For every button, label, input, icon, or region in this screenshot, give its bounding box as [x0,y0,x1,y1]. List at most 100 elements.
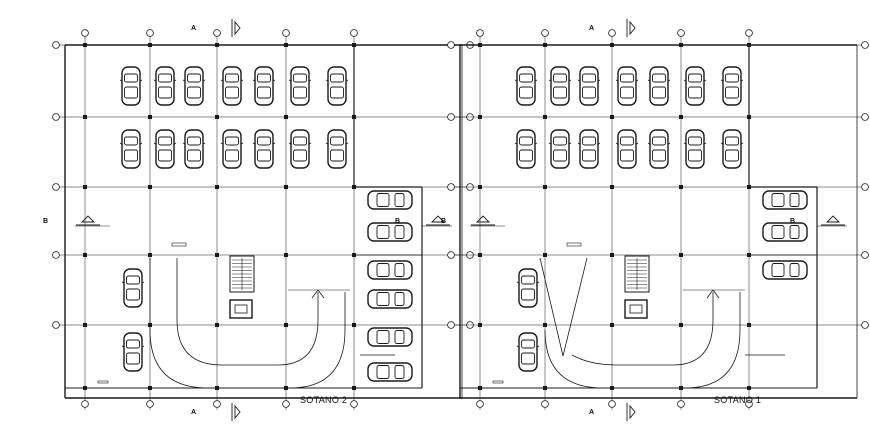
structural-column [478,43,482,47]
annotation-mark [171,242,187,247]
car-roof [293,149,307,162]
ramp-arrow [706,289,720,299]
stair-outline [229,255,255,293]
car-mirror [308,79,312,82]
car-body [550,66,570,106]
car-symbol [516,268,540,308]
grid-bubble [81,400,89,408]
structural-column [215,115,219,119]
car-mirror [568,142,572,145]
structural-column [679,253,683,257]
car-symbol [548,129,572,169]
car-symbol [367,289,413,309]
grid-bubble [861,113,869,121]
car-mirror [119,79,123,82]
grid-bubble [52,41,60,49]
structural-column [83,323,87,327]
car-windshield [521,339,535,349]
car-symbol [153,66,177,106]
structural-column [747,115,751,119]
car-mirror [683,142,687,145]
ramp-arrow [311,289,325,299]
car-roof [158,149,172,162]
car-body [722,129,742,169]
structural-column [215,185,219,189]
structural-column [747,386,751,390]
car-roof [126,352,140,365]
car-windshield [519,136,533,146]
structural-column [478,253,482,257]
car-roof [376,225,390,239]
stairwell [624,255,650,319]
car-mirror [121,281,125,284]
basement-plan-sotano-2 [52,19,474,421]
structural-column [83,253,87,257]
car-roof [124,149,138,162]
car-symbol [683,66,707,106]
car-roof [330,86,344,99]
car-symbol [367,260,413,280]
structural-column [215,323,219,327]
grid-bubble [447,321,455,329]
car-mirror [345,142,349,145]
car-windshield [725,73,739,83]
structural-column [148,185,152,189]
car-mirror [139,142,143,145]
car-mirror [288,142,292,145]
grid-bubble [52,251,60,259]
car-windshield [725,136,739,146]
car-roof [771,225,785,239]
car-symbol [615,129,639,169]
car-windshield [394,330,405,344]
car-windshield [158,73,172,83]
grid-bubble [861,251,869,259]
car-windshield [521,275,535,285]
structural-column [352,323,356,327]
plan-title-sotano-2: SOTANO 2 [300,395,348,405]
grid-bubble [745,29,753,37]
grid-bubble [861,321,869,329]
grid-bubble [447,251,455,259]
car-roof [688,149,702,162]
car-symbol [762,260,808,280]
car-mirror [667,79,671,82]
structural-column [679,43,683,47]
grid-bubble [213,29,221,37]
car-body [184,66,204,106]
car-mirror [615,79,619,82]
grid-bubble [476,29,484,37]
car-roof [620,149,634,162]
car-roof [187,86,201,99]
car-roof [187,149,201,162]
car-roof [725,149,739,162]
section-marker-a-right-top: A [589,25,595,32]
car-body [579,66,599,106]
car-symbol [683,129,707,169]
car-windshield [582,73,596,83]
car-symbol [647,129,671,169]
car-windshield [187,136,201,146]
car-mirror [173,79,177,82]
structural-column [610,253,614,257]
car-roof [124,86,138,99]
car-roof [376,330,390,344]
elevator-shaft [624,299,648,319]
car-symbol [119,129,143,169]
car-windshield [652,73,666,83]
structural-column [284,323,288,327]
grid-bubble [541,29,549,37]
structural-column [352,386,356,390]
annotation-mark [566,242,582,247]
car-roof [771,193,785,207]
car-windshield [394,193,405,207]
car-windshield [257,136,271,146]
car-mirror [272,79,276,82]
car-body [121,129,141,169]
basement-plan-sotano-1 [447,19,869,421]
car-body [762,222,808,242]
car-roof [725,86,739,99]
structural-column [610,185,614,189]
car-windshield [688,136,702,146]
grid-bubble [541,400,549,408]
car-mirror [568,79,572,82]
